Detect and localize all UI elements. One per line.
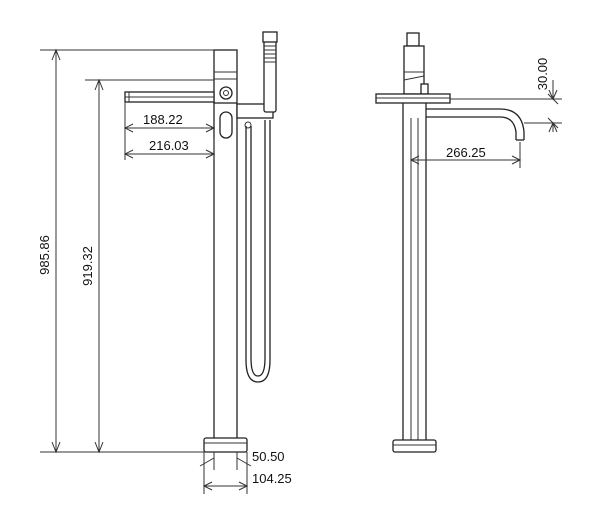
spout-height-label: 919.32 [80, 246, 95, 286]
side-spout [426, 109, 524, 140]
front-view: 985.86 919.32 188.22 216.03 50.50 104.25 [37, 32, 292, 494]
front-handshower [263, 32, 277, 112]
spout-reach-inner-label: 188.22 [143, 112, 183, 127]
front-base [204, 438, 247, 452]
spout-drop-label: 30.00 [535, 58, 550, 91]
total-height-label: 985.86 [37, 235, 52, 275]
base-diameter-label: 104.25 [252, 471, 292, 486]
front-hose [246, 120, 270, 382]
front-pipe [214, 103, 237, 438]
side-spout-plate [376, 94, 450, 103]
pipe-diameter-label: 50.50 [252, 449, 285, 464]
side-view: 30.00 266.25 [376, 33, 562, 452]
side-dimension-lines [411, 80, 562, 168]
side-mixer-body [404, 33, 428, 94]
spout-reach-outer-label: 216.03 [149, 138, 189, 153]
front-mixer-body [214, 50, 237, 103]
side-pipe [403, 103, 426, 440]
side-base [393, 440, 436, 452]
spout-projection-label: 266.25 [446, 145, 486, 160]
front-spout [125, 92, 214, 102]
